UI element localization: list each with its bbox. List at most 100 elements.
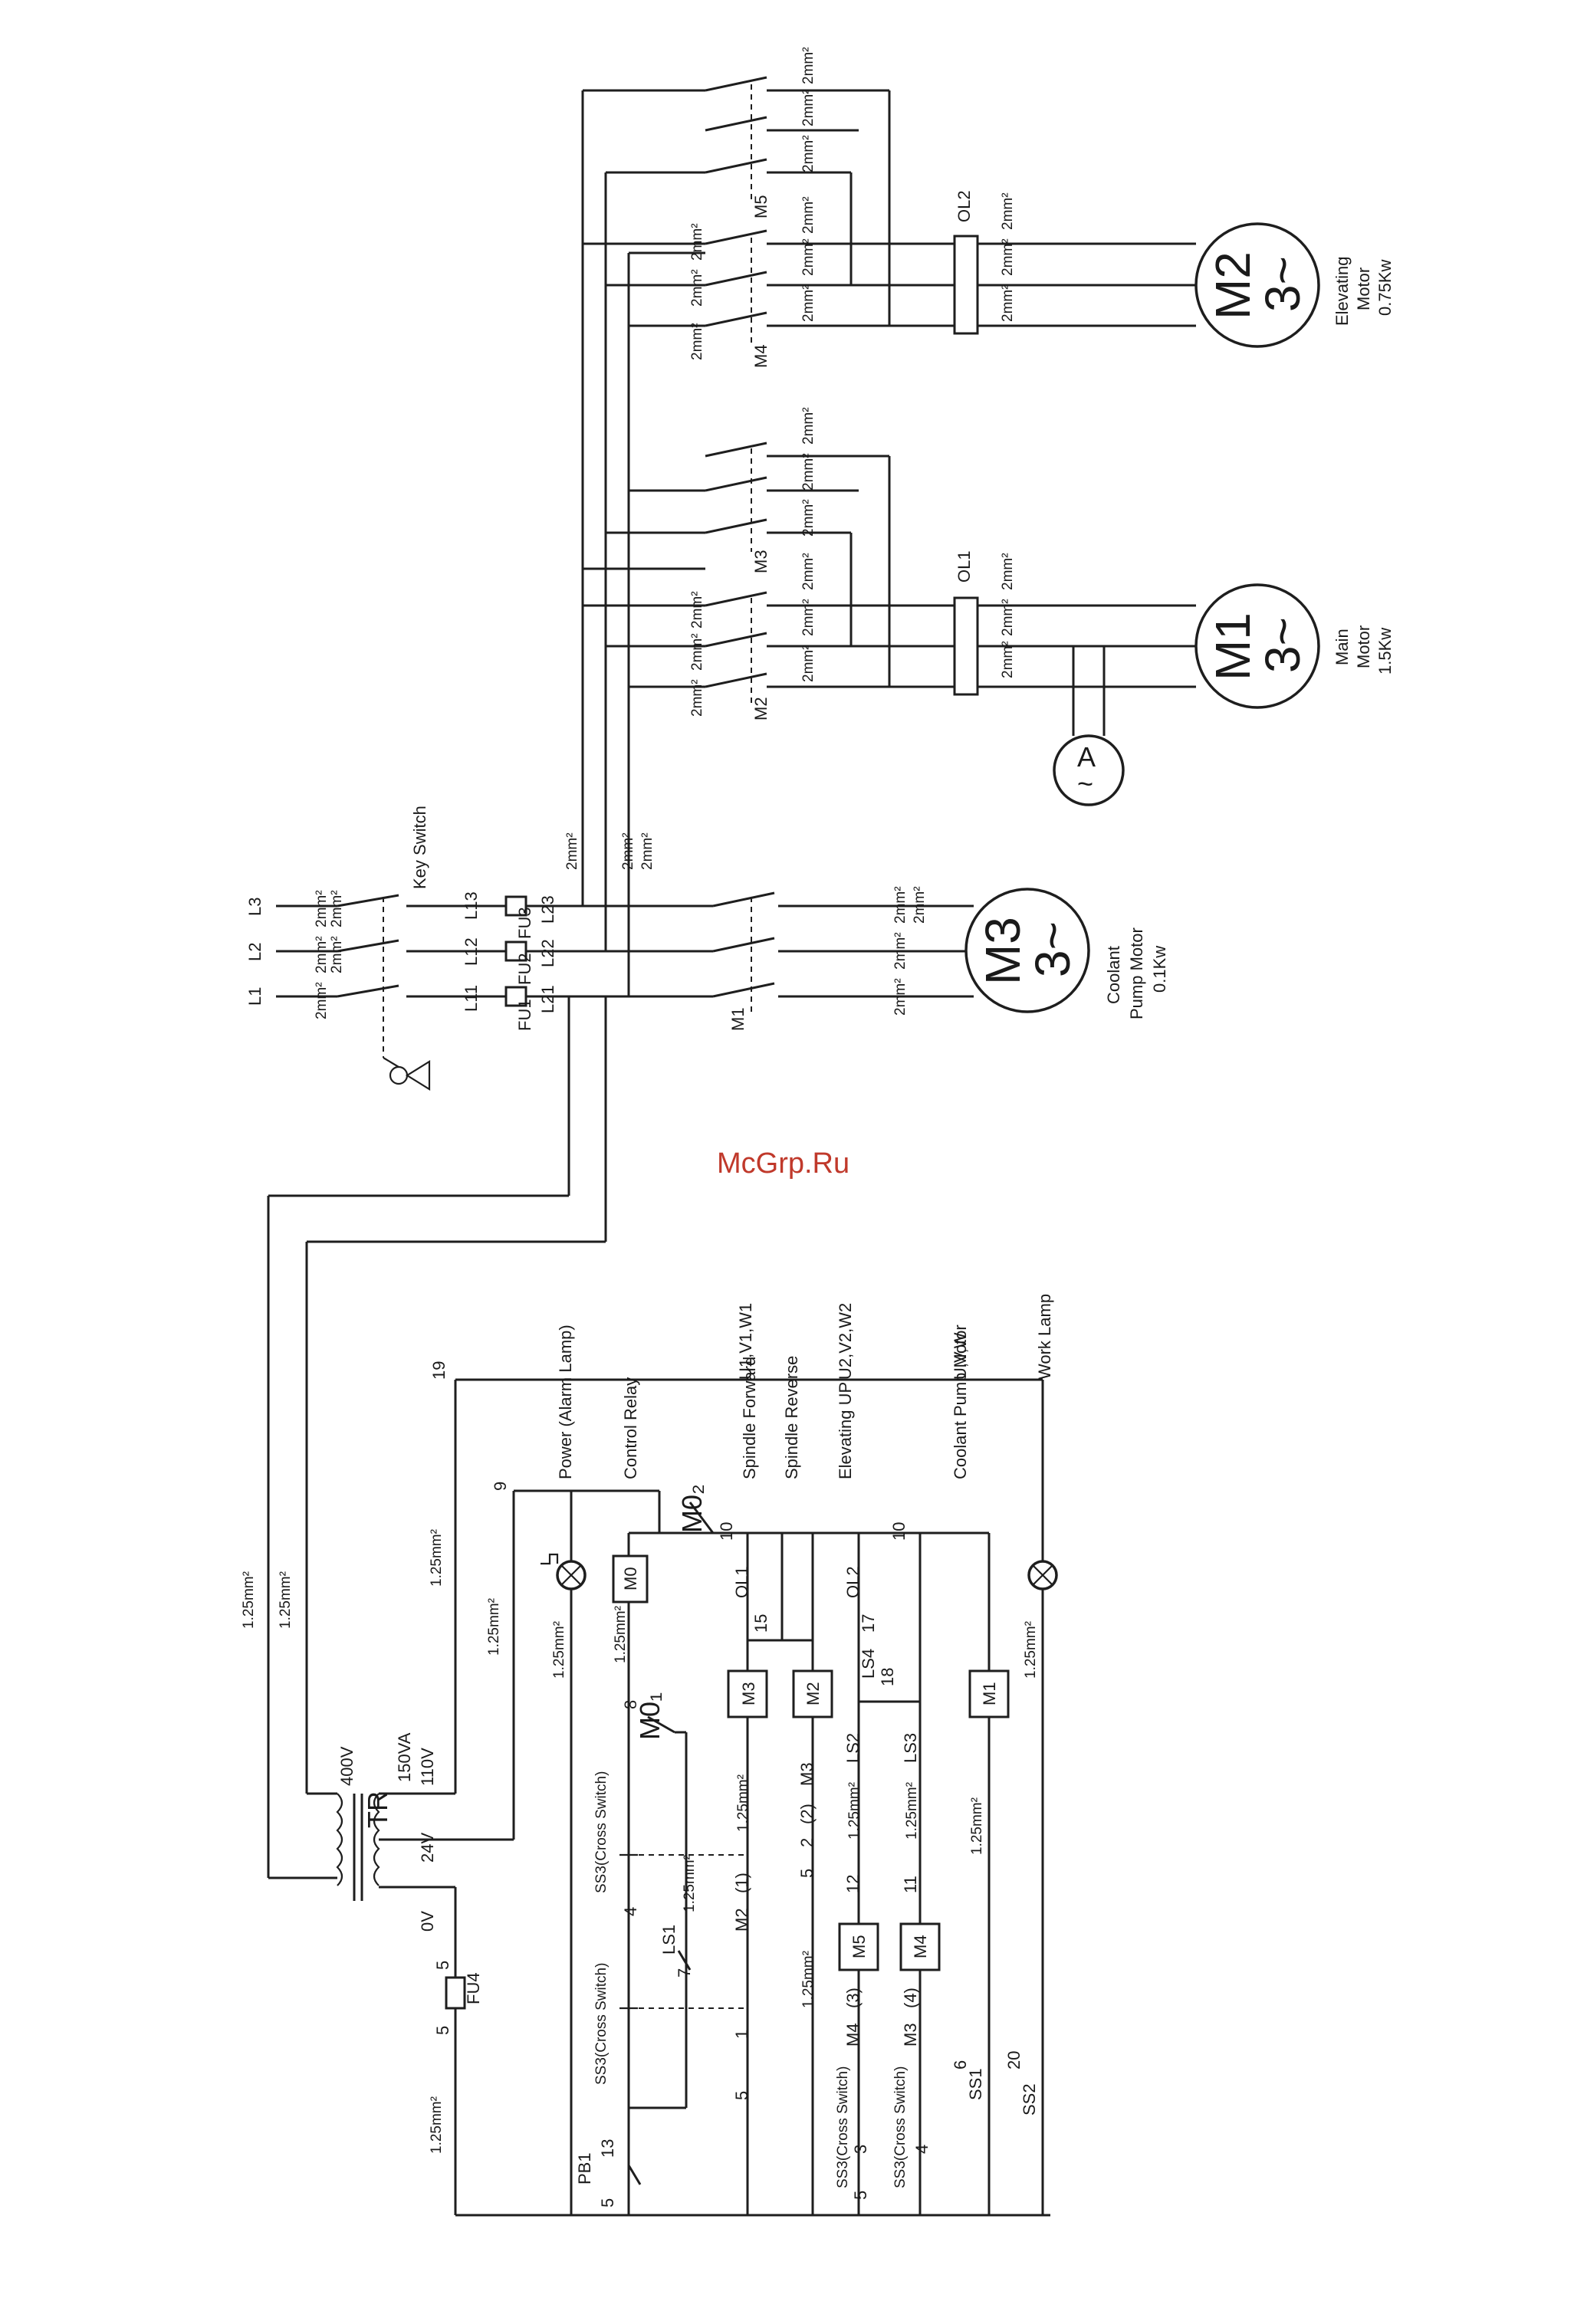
wire-size-label: 2mm²: [564, 832, 580, 870]
contactor-m5-group: M5: [705, 76, 771, 218]
contactor-m3-group: M3: [705, 441, 771, 573]
wire-size-label: 2mm²: [329, 890, 345, 927]
wire-size-label: 2mm²: [800, 238, 817, 276]
node-3: 3: [851, 2145, 870, 2154]
motor-m3-name2: Pump Motor: [1127, 927, 1146, 1019]
fuse-label-fu3: FU3: [515, 907, 534, 939]
switch-label-ss3: SS3(Cross Switch): [593, 1963, 610, 2085]
node-12: 12: [843, 1875, 863, 1893]
node-2: 2: [797, 1838, 817, 1847]
load-spindle-reverse: Spindle Reverse: [782, 1356, 801, 1479]
wire-size-label: 2mm²: [689, 591, 705, 629]
wire-size-label: 2mm²: [1000, 599, 1016, 636]
node-7: 7: [675, 1968, 694, 1978]
wire-size-label: 2mm²: [800, 499, 817, 537]
wire-size-label: 2mm²: [689, 223, 705, 261]
coil-m2-label: M2: [803, 1682, 823, 1705]
label-l12: L12: [462, 937, 481, 966]
node-11: 11: [901, 1876, 920, 1893]
wire-size-label: 2mm²: [620, 832, 636, 870]
node-5: 5: [851, 2191, 870, 2200]
motor-m1-power: 1.5Kw: [1375, 628, 1395, 675]
wire-size-label: 1.25mm²: [486, 1598, 502, 1656]
transformer-primary: 400V: [337, 1746, 357, 1786]
node-5: 5: [732, 2091, 751, 2100]
overload-ol2: OL2: [953, 190, 979, 335]
wire-size-label: 2mm²: [800, 89, 817, 126]
ss3-cross-switch-b: SS3(Cross Switch): [593, 1963, 638, 2085]
label-l11: L11: [462, 985, 481, 1012]
motor-m2-elevating: M2 3~ Elevating Motor 0.75Kw: [1194, 222, 1395, 348]
terminal-uvw: U,V,W: [951, 1332, 970, 1380]
push-button-pb1: PB1: [575, 2152, 594, 2184]
wire-size-label: 2mm²: [912, 886, 928, 924]
node-8: 8: [621, 1700, 640, 1709]
coil-m5-label: M5: [849, 1935, 869, 1958]
contact-m3-4-num: (4): [901, 1988, 920, 2008]
load-power-lamp: Power (Alarm Lamp): [556, 1324, 575, 1479]
wire-size-label: 1.25mm²: [613, 1606, 629, 1663]
wire-size-label: 2mm²: [689, 323, 705, 360]
fuse-fu2: [504, 940, 527, 962]
coil-m1: M1: [968, 1669, 1010, 1718]
coil-m1-label: M1: [980, 1682, 999, 1705]
overload-label-ol2: OL2: [955, 190, 974, 222]
wire-size-label: 2mm²: [800, 553, 817, 590]
transformer-sec1: 110V: [418, 1748, 437, 1786]
switch-label-ss3: SS3(Cross Switch): [835, 2066, 851, 2188]
wire-size-label: 1.25mm²: [682, 1855, 698, 1912]
motor-m1-name1: Main: [1332, 629, 1352, 665]
contactor-m4-group: M4: [705, 229, 771, 368]
node-5: 5: [797, 1869, 817, 1878]
wire-size-label: 1.25mm²: [429, 1529, 445, 1587]
fuse-fu4: [445, 1976, 466, 2010]
transformer-sec2: 24V: [418, 1833, 437, 1863]
switch-label-ss3: SS3(Cross Switch): [593, 1771, 610, 1893]
label-l23: L23: [538, 895, 557, 924]
contact-m2-1: M2: [732, 1908, 751, 1932]
power-circuit: L3 L2 L1 Key Switch L13 L12 L11 FU3 FU2 …: [245, 47, 1395, 1091]
coil-m5: M5: [838, 1922, 879, 1971]
wire-size-label: 2mm²: [689, 679, 705, 717]
load-spindle-forward: Spindle Forward: [740, 1357, 759, 1479]
contactor-label-m4: M4: [751, 344, 771, 368]
wire-size-label: 2mm²: [800, 453, 817, 491]
node-9: 9: [491, 1482, 510, 1491]
motor-m2-phase: 3~: [1255, 256, 1310, 312]
wire-size-label: 2mm²: [689, 633, 705, 671]
node-17: 17: [859, 1614, 878, 1633]
label-l21: L21: [538, 985, 557, 1013]
motor-m2-id: M2: [1205, 251, 1260, 320]
node-5: 5: [598, 2198, 617, 2207]
wire-size-label: 2mm²: [639, 832, 656, 870]
wire-size-label: 1.25mm²: [969, 1797, 985, 1855]
overload-label-ol1: OL1: [955, 550, 974, 583]
motor-m3-id: M3: [975, 917, 1030, 985]
wire-size-label: 2mm²: [1000, 192, 1016, 230]
motor-m2-power: 0.75Kw: [1375, 260, 1395, 316]
coil-m0-label: M0: [621, 1567, 640, 1590]
motor-m1-main: M1 3~ Main Motor 1.5Kw: [1194, 583, 1395, 709]
load-coolant-pump: Coolant Pump Motor: [951, 1324, 970, 1479]
terminal-u2v2w2: U2,V2,W2: [836, 1303, 855, 1380]
switch-ss1: SS1: [966, 2068, 985, 2100]
ammeter-label: A: [1077, 741, 1096, 773]
contactor-label-m2: M2: [751, 697, 771, 721]
transformer-tr: 400V TR 150VA 110V 24V 0V: [268, 1732, 455, 1932]
limit-switch-ls4: LS4: [859, 1649, 878, 1679]
work-lamp: [1027, 1560, 1058, 1590]
wire-size-label: 2mm²: [800, 135, 817, 172]
wire-size-label: 2mm²: [800, 599, 817, 636]
ss3-cross-switch-a: SS3(Cross Switch): [593, 1771, 638, 1893]
node-18: 18: [878, 1668, 897, 1686]
switch-label-ss3: SS3(Cross Switch): [892, 2066, 909, 2188]
node-19: 19: [429, 1361, 449, 1380]
wire-size-label: 1.25mm²: [1023, 1621, 1039, 1679]
limit-switch-ls3: LS3: [901, 1733, 920, 1763]
wire-size-label: 1.25mm²: [846, 1782, 863, 1840]
label-l22: L22: [538, 939, 557, 967]
wire-size-label: 2mm²: [1000, 641, 1016, 678]
contact-m3-2: M3: [797, 1762, 817, 1786]
contact-m4-3-num: (3): [843, 1988, 863, 2008]
